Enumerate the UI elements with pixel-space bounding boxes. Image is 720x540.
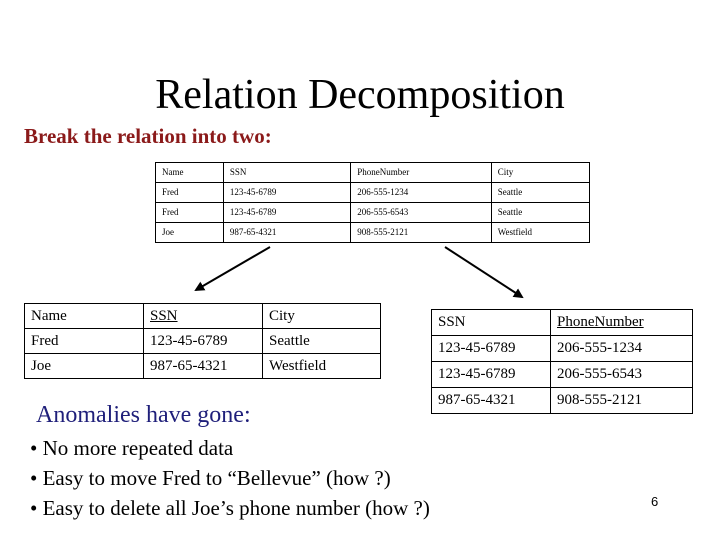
table-cell: 206-555-6543 — [350, 202, 492, 223]
table-row: Fred 123-45-6789 206-555-1234 Seattle — [155, 182, 591, 203]
left-arrow — [194, 246, 271, 292]
bullet-item: • Easy to delete all Joe’s phone number … — [30, 496, 430, 520]
header-cell: City — [490, 162, 591, 183]
header-cell: PhoneNumber — [350, 162, 492, 183]
original-relation-table: Name SSN PhoneNumber City Fred 123-45-67… — [155, 162, 591, 243]
key-header-cell: SSN — [143, 303, 263, 329]
table-cell: 908-555-2121 — [550, 387, 693, 414]
table-cell: 123-45-6789 — [143, 328, 263, 354]
anomalies-heading: Anomalies have gone: — [36, 402, 251, 428]
bullet-item: • No more repeated data — [30, 436, 234, 460]
table-cell: Joe — [24, 353, 144, 379]
table-cell: Fred — [155, 202, 224, 223]
table-cell: 123-45-6789 — [431, 361, 551, 388]
ssn-phone-table: SSN PhoneNumber 123-45-6789 206-555-1234… — [431, 309, 693, 414]
table-cell: 206-555-1234 — [350, 182, 492, 203]
table-row: Joe 987-65-4321 Westfield — [24, 353, 381, 379]
header-cell: Name — [155, 162, 224, 183]
right-arrow — [444, 246, 524, 299]
table-cell: 987-65-4321 — [431, 387, 551, 414]
key-header-cell: PhoneNumber — [550, 309, 693, 336]
slide-subtitle: Break the relation into two: — [24, 124, 272, 148]
table-row: Fred 123-45-6789 206-555-6543 Seattle — [155, 202, 591, 223]
table-cell: Fred — [155, 182, 224, 203]
table-cell: 206-555-1234 — [550, 335, 693, 362]
table-header-row: Name SSN City — [24, 303, 381, 329]
table-cell: 206-555-6543 — [550, 361, 693, 388]
table-cell: Joe — [155, 222, 224, 243]
slide-title: Relation Decomposition — [155, 72, 565, 118]
header-cell: Name — [24, 303, 144, 329]
table-row: Joe 987-65-4321 908-555-2121 Westfield — [155, 222, 591, 243]
table-cell: Fred — [24, 328, 144, 354]
table-header-row: SSN PhoneNumber — [431, 309, 693, 336]
table-row: 123-45-6789 206-555-1234 — [431, 335, 693, 362]
table-header-row: Name SSN PhoneNumber City — [155, 162, 591, 183]
header-cell: City — [262, 303, 381, 329]
table-row: 987-65-4321 908-555-2121 — [431, 387, 693, 414]
header-cell: SSN — [222, 162, 352, 183]
table-cell: 123-45-6789 — [222, 202, 352, 223]
table-cell: 908-555-2121 — [350, 222, 492, 243]
table-cell: Seattle — [490, 182, 591, 203]
table-cell: 123-45-6789 — [222, 182, 352, 203]
table-cell: 123-45-6789 — [431, 335, 551, 362]
table-cell: 987-65-4321 — [222, 222, 352, 243]
page-number: 6 — [651, 494, 659, 509]
table-cell: Seattle — [262, 328, 381, 354]
bullet-item: • Easy to move Fred to “Bellevue” (how ?… — [30, 466, 391, 490]
table-row: Fred 123-45-6789 Seattle — [24, 328, 381, 354]
table-cell: Seattle — [490, 202, 591, 223]
table-cell: Westfield — [490, 222, 591, 243]
table-cell: Westfield — [262, 353, 381, 379]
bullet-list: • No more repeated data • Easy to move F… — [30, 433, 430, 523]
header-cell: SSN — [431, 309, 551, 336]
table-cell: 987-65-4321 — [143, 353, 263, 379]
name-ssn-city-table: Name SSN City Fred 123-45-6789 Seattle J… — [24, 303, 381, 379]
table-row: 123-45-6789 206-555-6543 — [431, 361, 693, 388]
